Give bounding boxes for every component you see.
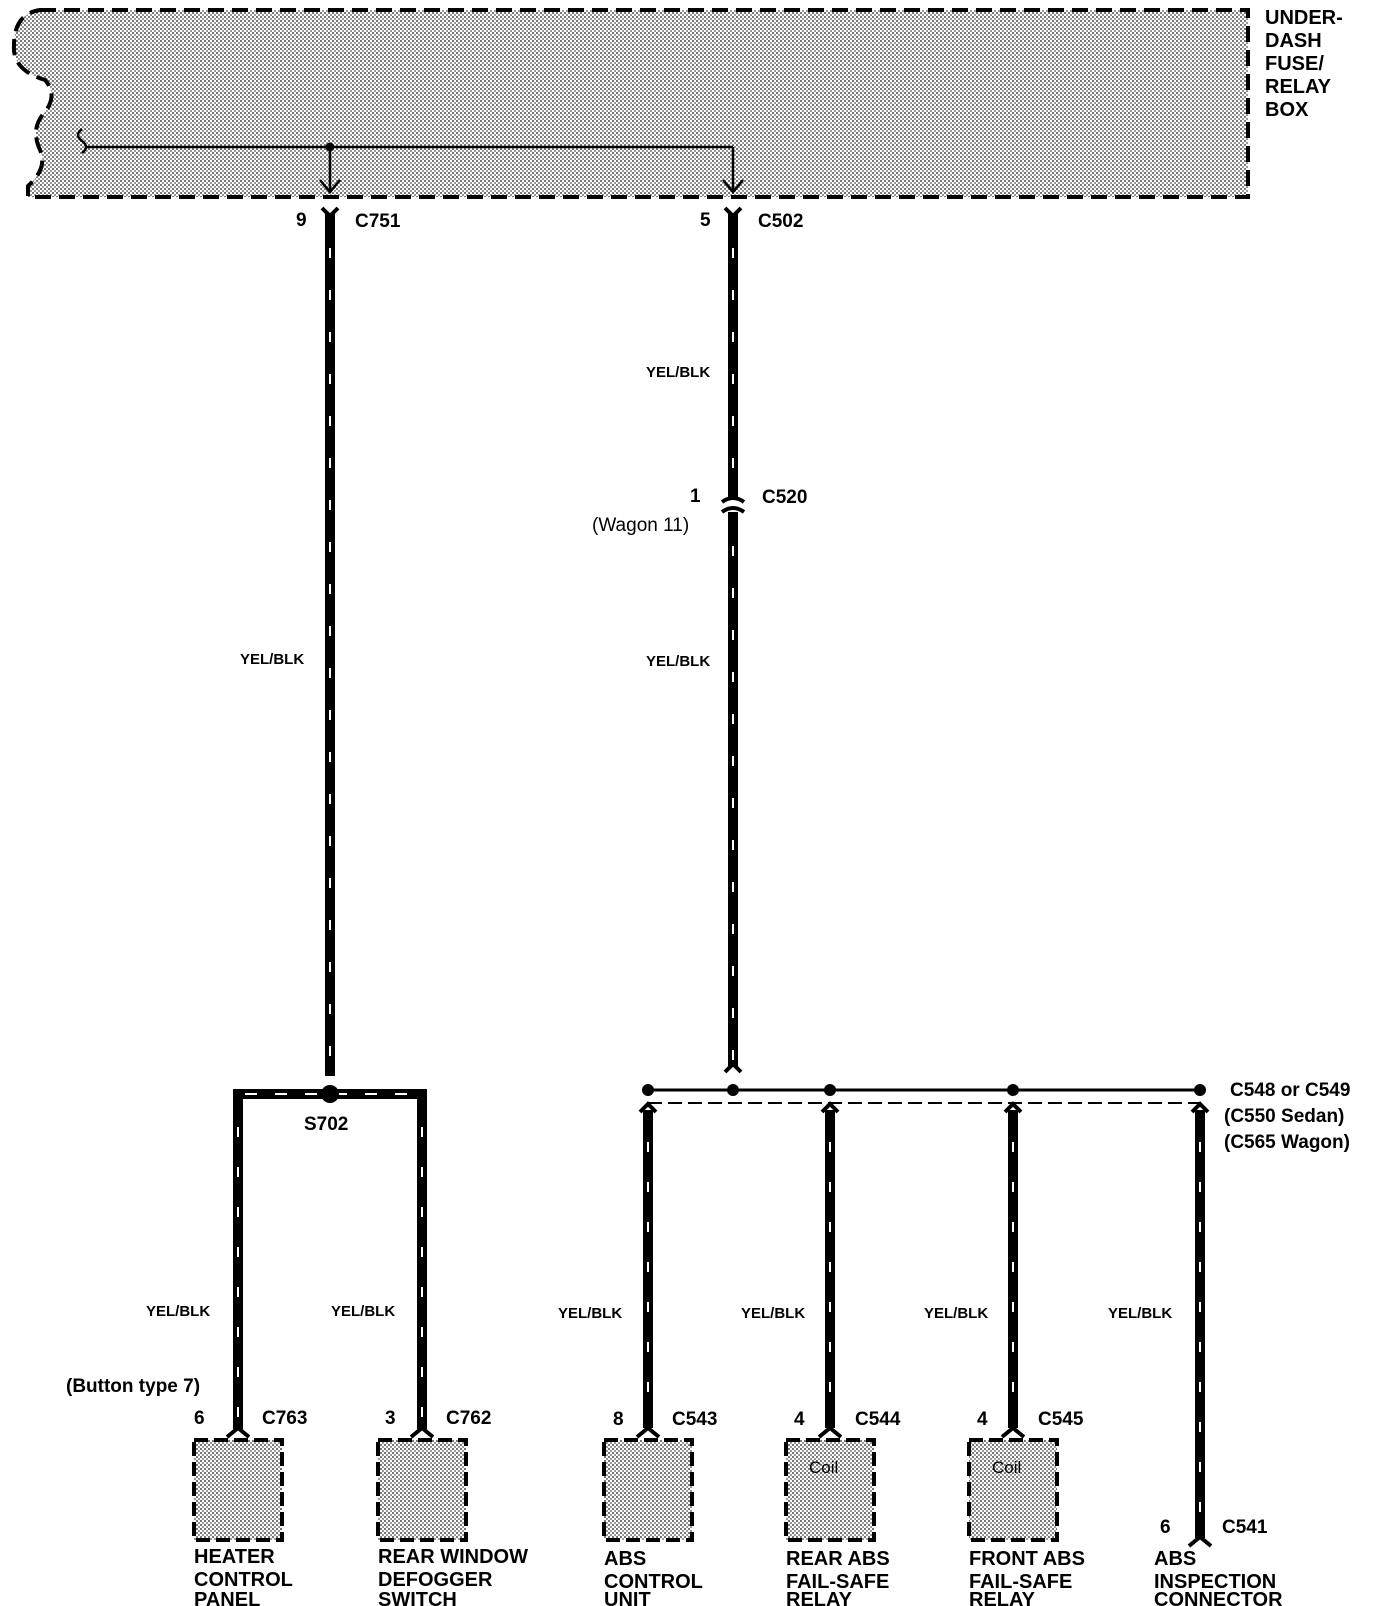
c545-pin: 4 [977,1409,988,1430]
fuse-relay-box [11,8,1250,199]
component-label-line: HEATER [194,1546,275,1568]
c520-label: C520 [762,487,807,508]
defogger-switch-label: REAR WINDOW DEFOGGER SWITCH [378,1546,534,1606]
c545-label: C545 [1038,1409,1084,1430]
component-label-line: CONNECTOR [1154,1589,1283,1606]
wire-color-label: YEL/BLK [146,1303,210,1320]
c502-label: C502 [758,211,803,232]
c763-pin: 6 [194,1408,205,1429]
front-abs-relay-box [967,1438,1059,1542]
rear-relay-coil-label: Coil [809,1458,838,1477]
c762-pin: 3 [385,1408,396,1429]
c548-note-sedan: (C550 Sedan) [1224,1106,1344,1127]
component-label-line: FAIL-SAFE [786,1571,889,1593]
splice-s702-bus [225,1085,435,1439]
c543-pin: 8 [613,1409,624,1430]
wire-color-label: YEL/BLK [558,1305,622,1322]
c502-pin: 5 [700,210,711,231]
wire-c751 [320,206,340,1076]
fuse-box-label-line: BOX [1265,99,1309,121]
c762-label: C762 [446,1408,491,1429]
component-label-line: ABS [1154,1548,1196,1570]
fuse-box-label-line: RELAY [1265,76,1332,98]
c763-note: (Button type 7) [66,1376,200,1397]
wire-c502 [720,206,746,1074]
abs-inspection-connector-label: ABS INSPECTION CONNECTOR [1154,1548,1283,1606]
c548-label: C548 or C549 [1230,1080,1350,1101]
component-label-line: RELAY [786,1589,853,1606]
fuse-box-label-line: FUSE/ [1265,53,1324,75]
wire-color-label: YEL/BLK [1108,1305,1172,1322]
connector-c548-bus [638,1084,1210,1114]
splice-s702-label: S702 [304,1114,348,1135]
wire-color-label: YEL/BLK [646,364,710,381]
internal-fuse-circuit [76,128,744,194]
wire-color-label: YEL/BLK [924,1305,988,1322]
fuse-box-label-line: UNDER- [1265,7,1343,29]
component-label-line: ABS [604,1548,646,1570]
component-label-line: CONTROL [194,1569,293,1591]
abs-control-unit-box [602,1438,694,1542]
c541-label: C541 [1222,1517,1268,1538]
c543-label: C543 [672,1409,717,1430]
c520-pin: 1 [690,486,701,507]
front-abs-relay-label: FRONT ABS FAIL-SAFE RELAY [969,1548,1090,1606]
component-label-line: RELAY [969,1589,1036,1606]
c751-label: C751 [355,211,401,232]
heater-control-panel-box [192,1438,284,1542]
wire-color-label: YEL/BLK [240,651,304,668]
wire-color-label: YEL/BLK [646,653,710,670]
rear-abs-relay-box [784,1438,876,1542]
component-label-line: PANEL [194,1589,260,1606]
component-label-line: SWITCH [378,1589,457,1606]
fuse-box-label-line: DASH [1265,30,1322,52]
c544-label: C544 [855,1409,901,1430]
front-relay-coil-label: Coil [992,1458,1021,1477]
wire-color-label: YEL/BLK [331,1303,395,1320]
c751-pin: 9 [296,210,307,231]
component-label-line: REAR WINDOW [378,1546,528,1568]
abs-control-unit-label: ABS CONTROL UNIT [604,1548,708,1606]
component-label-line: DEFOGGER [378,1569,493,1591]
c548-note-wagon: (C565 Wagon) [1224,1132,1350,1153]
component-label-line: REAR ABS [786,1548,890,1570]
component-label-line: CONTROL [604,1571,703,1593]
component-label-line: INSPECTION [1154,1571,1276,1593]
branch-wires [635,1110,1213,1548]
c763-label: C763 [262,1408,307,1429]
defogger-switch-box [376,1438,468,1542]
wire-color-label: YEL/BLK [741,1305,805,1322]
c544-pin: 4 [794,1409,805,1430]
component-label-line: FRONT ABS [969,1548,1085,1570]
c541-pin: 6 [1160,1517,1171,1538]
fuse-box-label: UNDER- DASH FUSE/ RELAY BOX [1265,7,1348,121]
component-label-line: UNIT [604,1589,651,1606]
rear-abs-relay-label: REAR ABS FAIL-SAFE RELAY [786,1548,895,1606]
component-label-line: FAIL-SAFE [969,1571,1072,1593]
heater-control-panel-label: HEATER CONTROL PANEL [194,1546,298,1606]
c520-note: (Wagon 11) [592,515,689,536]
